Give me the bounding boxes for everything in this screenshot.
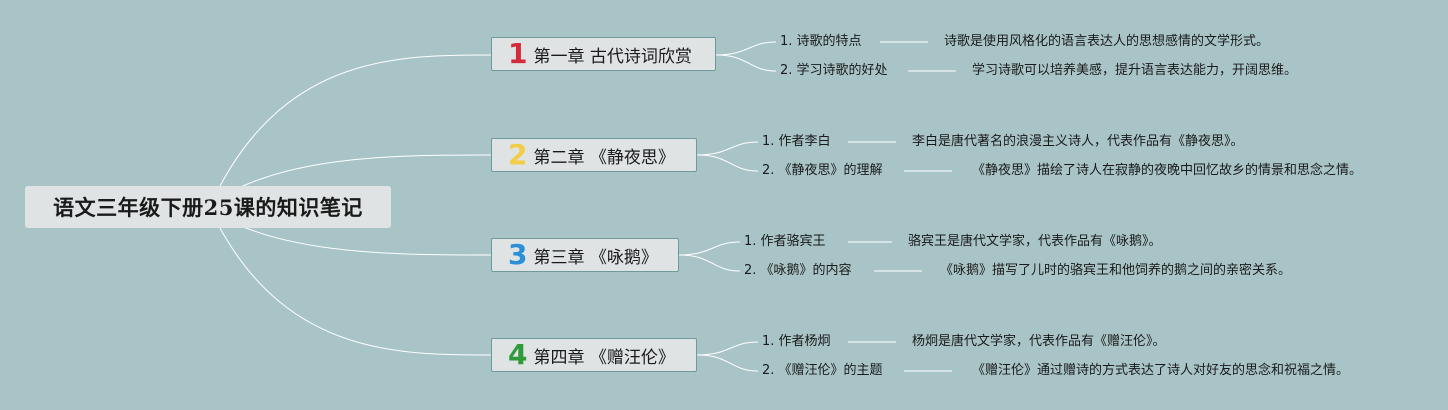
chapter-2-to-item-1 [696,141,759,156]
chapter-title-4: 第四章 《赠汪伦》 [533,347,675,368]
chapter-title-3: 第三章 《咏鹅》 [533,247,658,268]
root-topic[interactable]: 语文三年级下册25课的知识笔记 [25,186,391,228]
topic-desc-3-1[interactable]: 骆宾王是唐代文学家，代表作品有《咏鹅》。 [908,234,1162,249]
chapter-2-to-item-2 [696,154,759,172]
chapter-number-2: 2 [508,138,528,171]
root-title: 语文三年级下册25课的知识笔记 [53,195,363,220]
topic-desc-3-2[interactable]: 《咏鹅》描写了儿时的骆宾王和他饲养的鹅之间的亲密关系。 [940,263,1292,278]
topic-item-3-1[interactable]: 1. 作者骆宾王 [744,234,826,249]
topic-desc-4-1[interactable]: 杨炯是唐代文学家，代表作品有《赠汪伦》。 [912,334,1166,349]
chapter-3-to-item-2 [678,254,741,272]
chapter-4-to-item-2 [696,354,759,372]
chapter-number-1: 1 [508,37,528,70]
chapter-3-to-item-1 [678,241,741,256]
root-to-chapter-3 [219,215,492,256]
topic-item-3-2[interactable]: 2. 《咏鹅》的内容 [744,263,852,278]
chapter-node-1[interactable]: 1 第一章 古代诗词欣赏 [491,37,716,71]
chapter-node-2[interactable]: 2 第二章 《静夜思》 [491,138,697,172]
topic-desc-1-2[interactable]: 学习诗歌可以培养美感，提升语言表达能力，开阔思维。 [972,63,1298,78]
chapter-1-to-item-1 [715,41,777,56]
topic-desc-2-2[interactable]: 《静夜思》描绘了诗人在寂静的夜晚中回忆故乡的情景和思念之情。 [972,163,1363,178]
chapter-node-4[interactable]: 4 第四章 《赠汪伦》 [491,338,697,372]
chapter-title-2: 第二章 《静夜思》 [533,147,675,168]
chapter-number-4: 4 [508,338,528,371]
topic-item-2-2[interactable]: 2. 《静夜思》的理解 [762,163,883,178]
topic-item-4-1[interactable]: 1. 作者杨炯 [762,334,831,349]
topic-desc-4-2[interactable]: 《赠汪伦》通过赠诗的方式表达了诗人对好友的思念和祝福之情。 [972,363,1350,378]
topic-item-2-1[interactable]: 1. 作者李白 [762,134,831,149]
topic-desc-1-1[interactable]: 诗歌是使用风格化的语言表达人的思想感情的文学形式。 [944,34,1270,49]
root-to-chapter-1 [219,54,492,187]
chapter-1-to-item-2 [715,54,777,72]
root-to-chapter-2 [219,154,492,199]
topic-item-4-2[interactable]: 2. 《赠汪伦》的主题 [762,363,883,378]
chapter-node-3[interactable]: 3 第三章 《咏鹅》 [491,238,679,272]
chapter-title-1: 第一章 古代诗词欣赏 [533,46,692,67]
chapter-number-3: 3 [508,238,528,271]
chapter-4-to-item-1 [696,341,759,356]
topic-desc-2-1[interactable]: 李白是唐代著名的浪漫主义诗人，代表作品有《静夜思》。 [912,134,1244,149]
topic-item-1-1[interactable]: 1. 诗歌的特点 [780,34,862,49]
topic-item-1-2[interactable]: 2. 学习诗歌的好处 [780,63,888,78]
root-to-chapter-4 [219,227,492,356]
